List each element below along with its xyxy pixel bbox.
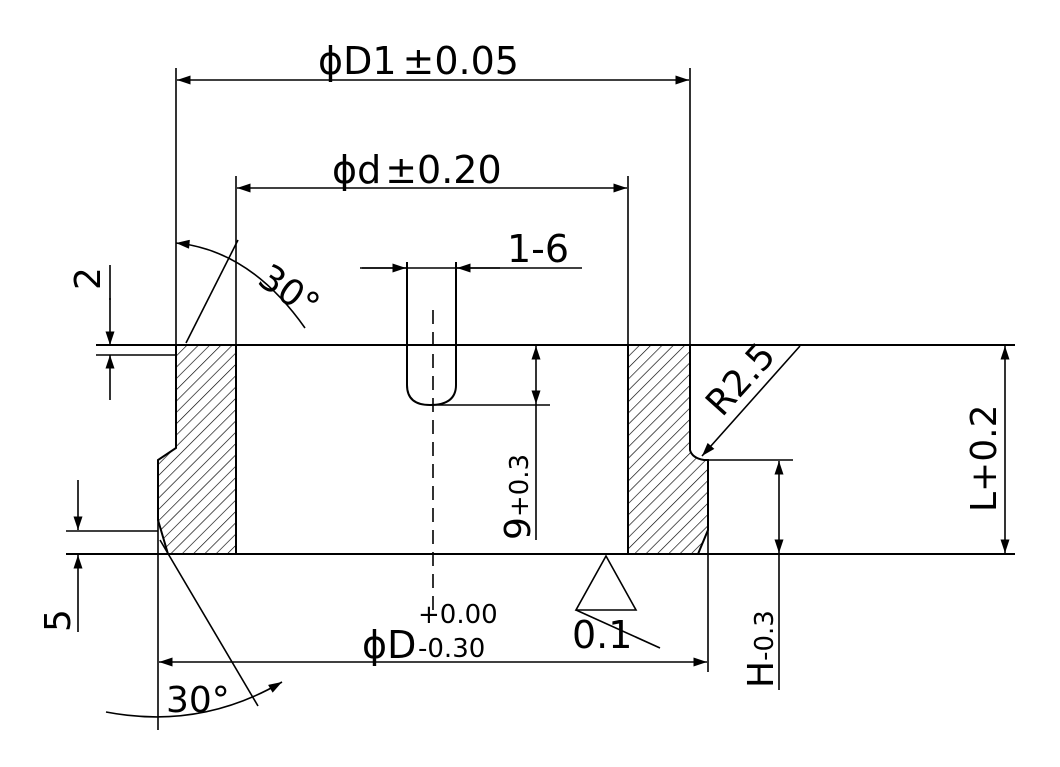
slot-label: 1-6 bbox=[507, 227, 569, 271]
top-angle-label: 30° bbox=[251, 257, 327, 327]
H-label: H-0.3 bbox=[741, 610, 782, 688]
d-label: ϕd±0.20 bbox=[332, 148, 502, 192]
slot-depth-label: 9+0.3 bbox=[498, 454, 539, 540]
L-label: L+0.2 bbox=[964, 405, 1005, 512]
flatness-leader bbox=[575, 609, 661, 649]
D-label: ϕD bbox=[362, 623, 416, 667]
bottom-angle-label: 30° bbox=[166, 680, 230, 721]
D-upper-deviation: +0.00 bbox=[418, 600, 498, 630]
step-label: 2 bbox=[68, 267, 109, 290]
d1-label: ϕD1±0.05 bbox=[318, 39, 519, 83]
radius-leader bbox=[701, 345, 801, 457]
top-chamfer-line bbox=[185, 239, 239, 344]
bottom-chamfer-line bbox=[159, 539, 259, 707]
flatness-label: 0.1 bbox=[572, 613, 632, 657]
right-wall-section bbox=[627, 344, 709, 555]
D-lower-deviation: -0.30 bbox=[418, 634, 485, 664]
left-wall-section bbox=[157, 344, 237, 555]
chamfer-label: 5 bbox=[38, 609, 79, 632]
bottom-angle-arc bbox=[105, 681, 283, 718]
flatness-triangle bbox=[574, 554, 638, 611]
slot-outline bbox=[406, 262, 457, 407]
top-angle-arc bbox=[175, 239, 306, 329]
